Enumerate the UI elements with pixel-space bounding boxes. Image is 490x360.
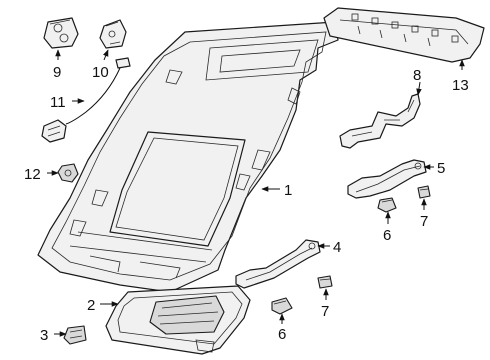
callout-label-7a: 7 — [420, 213, 428, 230]
callout-8: 8 — [413, 67, 422, 96]
callout-label-10: 10 — [92, 64, 109, 81]
callout-label-7b: 7 — [321, 303, 329, 320]
fastener-part — [57, 163, 79, 183]
callout-label-3: 3 — [40, 327, 48, 344]
callout-label-6b: 6 — [278, 326, 286, 343]
callout-10: 10 — [92, 49, 109, 81]
trim-panel-part — [323, 7, 485, 63]
callout-6-upper: 6 — [383, 211, 391, 244]
callout-11: 11 — [50, 94, 85, 111]
callout-3: 3 — [40, 327, 67, 344]
callout-13: 13 — [452, 59, 469, 94]
callout-7-upper: 7 — [420, 198, 428, 230]
callout-label-1: 1 — [284, 182, 292, 199]
grab-handle-front-part — [347, 159, 427, 199]
callout-label-2: 2 — [87, 297, 95, 314]
callout-label-6a: 6 — [383, 227, 391, 244]
callout-label-5: 5 — [437, 160, 445, 177]
callout-12: 12 — [24, 166, 59, 183]
bracket-part-6-lower — [271, 297, 293, 315]
wire-bracket-part — [339, 93, 421, 149]
callout-7-lower: 7 — [321, 288, 329, 320]
sunshade-panel-part — [105, 285, 251, 355]
callout-4: 4 — [317, 239, 341, 256]
clip-part-7-upper — [417, 185, 431, 199]
clip-part-7-lower — [317, 275, 333, 289]
sensor-part — [99, 19, 127, 49]
callout-9: 9 — [53, 49, 61, 81]
callout-1: 1 — [261, 182, 292, 199]
callout-6-lower: 6 — [278, 313, 286, 343]
callout-2: 2 — [87, 297, 119, 314]
clip-part-3 — [63, 325, 87, 345]
callout-label-8: 8 — [413, 67, 421, 84]
headliner-part — [37, 21, 339, 293]
callout-label-11: 11 — [50, 94, 66, 111]
lamp-module-part — [43, 17, 79, 49]
callout-label-13: 13 — [452, 77, 469, 94]
callout-label-12: 12 — [24, 166, 41, 183]
callout-label-9: 9 — [53, 64, 61, 81]
grab-handle-rear-part — [235, 239, 321, 289]
bracket-part-6-upper — [377, 197, 397, 213]
callout-label-4: 4 — [333, 239, 341, 256]
callout-5: 5 — [423, 160, 445, 177]
wiring-harness-part — [41, 57, 131, 143]
